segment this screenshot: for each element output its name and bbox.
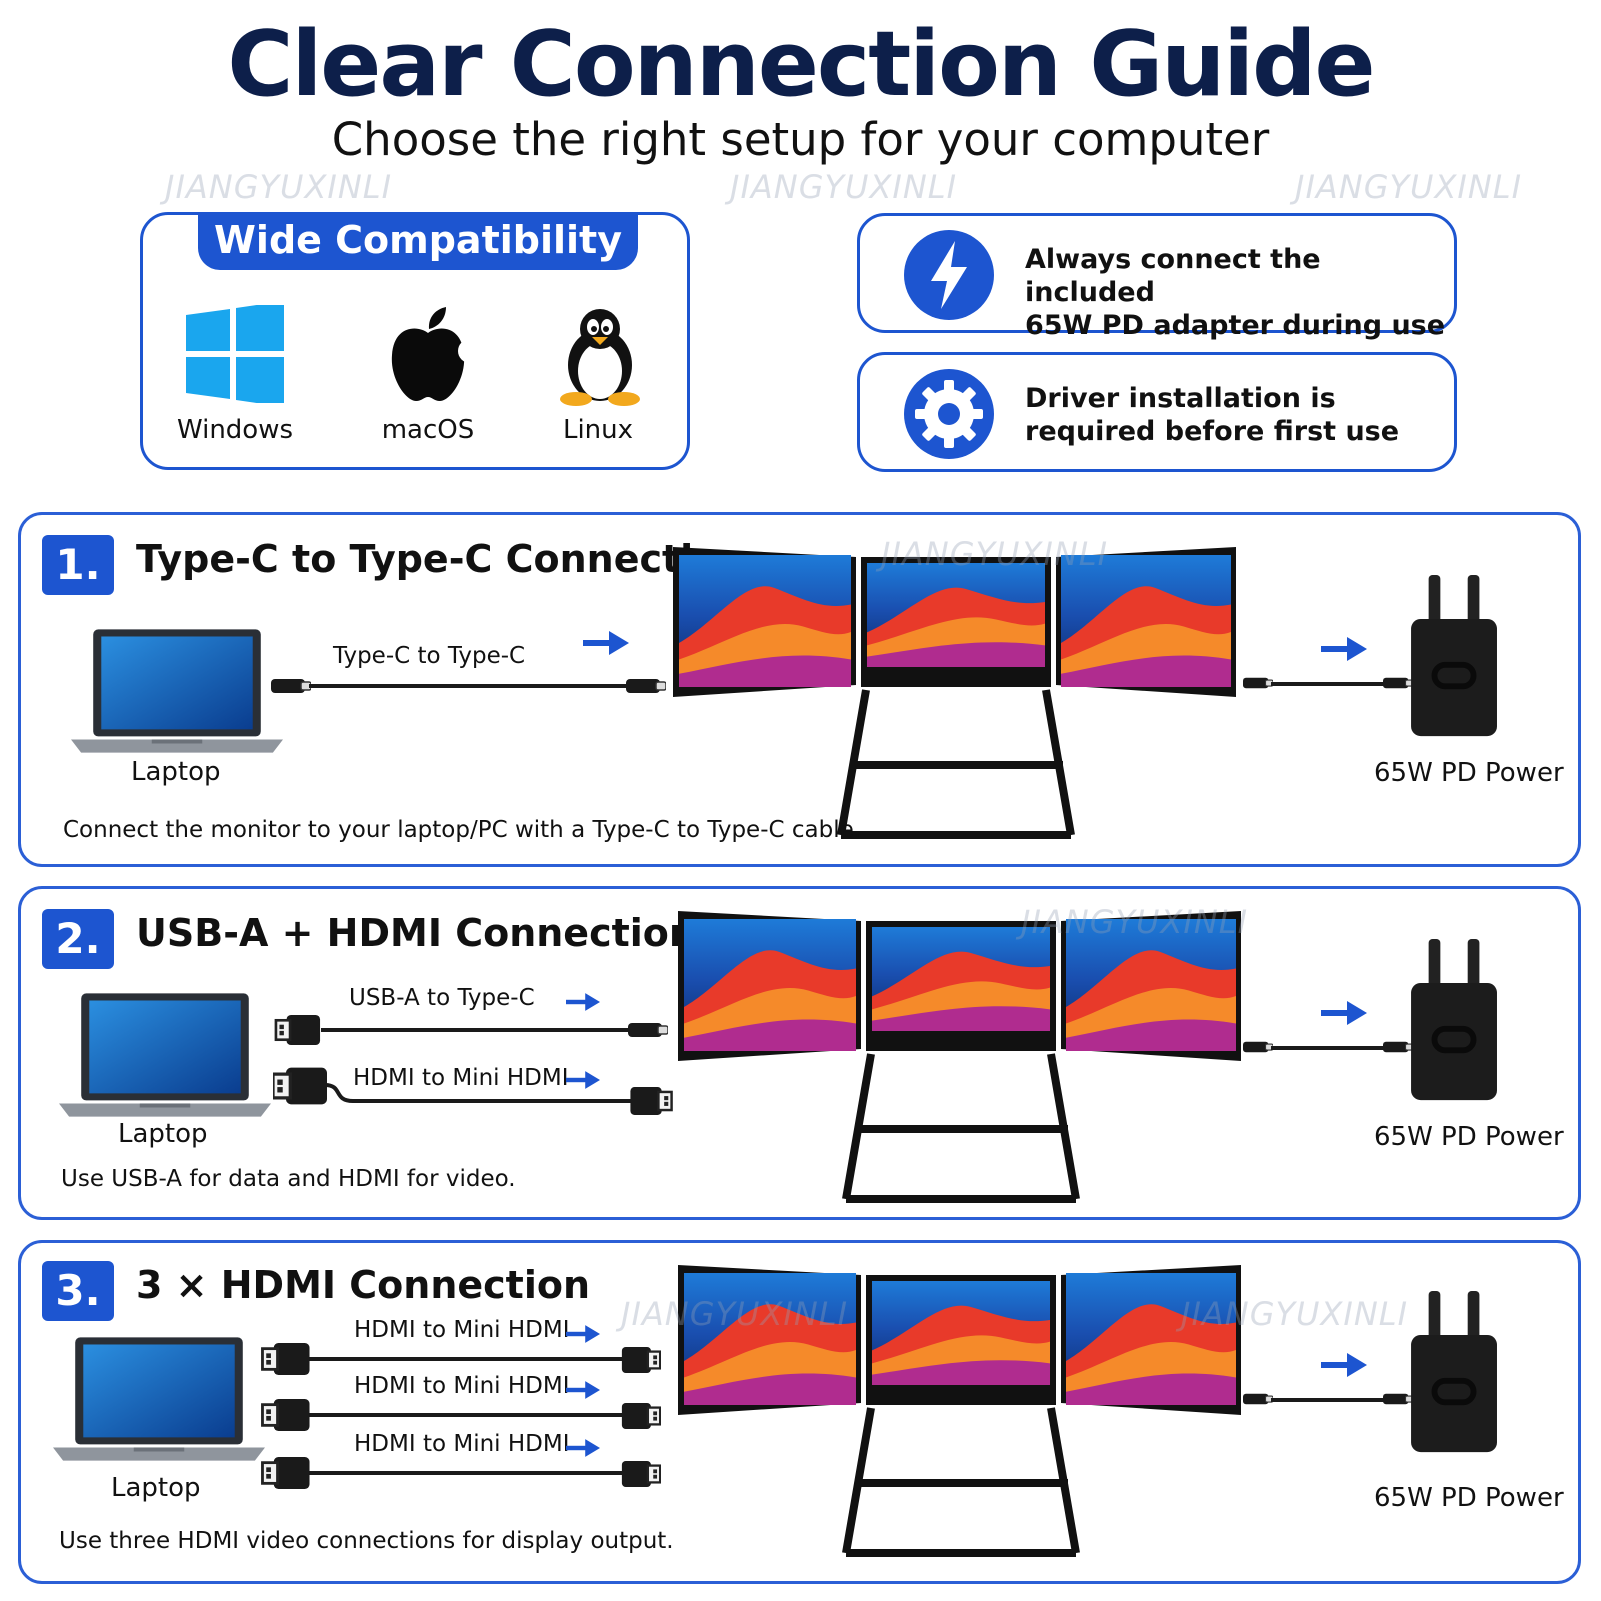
laptop-label: Laptop (111, 1473, 201, 1503)
watermark: JIANGYUXINLI (621, 1295, 849, 1333)
watermark: JIANGYUXINLI (165, 168, 393, 206)
power-adapter-image (1411, 1291, 1499, 1457)
triple-monitor-image (678, 911, 1241, 1203)
cable-label-hdmi-1: HDMI to Mini HDMI (354, 1317, 570, 1343)
type-c-cable (271, 678, 666, 694)
power-note-card: Always connect the included 65W PD adapt… (857, 213, 1457, 341)
power-label: 65W PD Power (1374, 1122, 1564, 1152)
watermark: JIANGYUXINLI (1295, 168, 1523, 206)
watermark: JIANGYUXINLI (730, 168, 958, 206)
arrow-right-icon (1321, 637, 1367, 661)
power-cable (1243, 677, 1413, 689)
laptop-label: Laptop (131, 757, 221, 787)
page-subtitle: Choose the right setup for your computer (331, 113, 1270, 166)
section-type-c: 1. Type-C to Type-C Connection Laptop Ty… (18, 512, 1581, 867)
section-title: 3 × HDMI Connection (136, 1263, 591, 1307)
laptop-image (53, 1333, 265, 1465)
laptop-image (59, 989, 271, 1121)
section-title: USB-A + HDMI Connection (136, 911, 696, 955)
laptop-label: Laptop (118, 1119, 208, 1149)
cable-label-hdmi-2: HDMI to Mini HDMI (354, 1373, 570, 1399)
hdmi-cable-2 (261, 1399, 661, 1431)
usb-a-cable (274, 1015, 668, 1045)
triple-monitor-image (678, 1265, 1241, 1557)
apple-icon (391, 307, 468, 401)
hdmi-cable-1 (261, 1343, 661, 1375)
driver-note-line1: Driver installation is (1025, 383, 1336, 414)
cable-label-hdmi: HDMI to Mini HDMI (353, 1065, 569, 1091)
driver-note-card: Driver installation is required before f… (857, 352, 1457, 472)
power-note-line2: 65W PD adapter during use (1025, 310, 1446, 341)
power-adapter-image (1411, 575, 1499, 741)
triple-monitor-image (673, 547, 1236, 839)
os-label-linux: Linux (562, 415, 634, 445)
power-cable (1243, 1041, 1413, 1053)
watermark: JIANGYUXINLI (1181, 1295, 1409, 1333)
watermark: JIANGYUXINLI (1021, 903, 1249, 941)
laptop-image (71, 625, 283, 757)
cable-label: Type-C to Type-C (333, 643, 526, 669)
section-number: 3. (42, 1261, 114, 1321)
watermark: JIANGYUXINLI (881, 535, 1109, 573)
arrow-right-icon (566, 993, 600, 1011)
cable-label-hdmi-3: HDMI to Mini HDMI (354, 1431, 570, 1457)
section-3x-hdmi: 3. 3 × HDMI Connection Laptop HDMI to Mi… (18, 1240, 1581, 1584)
arrow-right-icon (1321, 1001, 1367, 1025)
section-number: 2. (42, 909, 114, 969)
compatibility-card: Wide Compatibility Windows macOS Linux (140, 212, 690, 470)
os-label-macos: macOS (381, 415, 475, 445)
section-description: Use USB-A for data and HDMI for video. (61, 1166, 516, 1192)
power-label: 65W PD Power (1374, 1483, 1564, 1513)
section-description: Use three HDMI video connections for dis… (59, 1528, 674, 1554)
arrow-right-icon (583, 631, 629, 655)
cable-label-usb: USB-A to Type-C (349, 985, 535, 1011)
page-title: Clear Connection Guide (227, 12, 1375, 117)
gear-icon (904, 369, 994, 459)
lightning-icon (904, 230, 994, 320)
driver-note-line2: required before first use (1025, 416, 1400, 447)
section-usb-hdmi: 2. USB-A + HDMI Connection Laptop USB-A … (18, 886, 1581, 1220)
windows-icon (186, 305, 284, 403)
power-label: 65W PD Power (1374, 758, 1564, 788)
arrow-right-icon (566, 1381, 600, 1399)
power-adapter-image (1411, 939, 1499, 1105)
arrow-right-icon (566, 1439, 600, 1457)
arrow-right-icon (1321, 1353, 1367, 1377)
section-description: Connect the monitor to your laptop/PC wi… (63, 817, 862, 843)
hdmi-cable (273, 1067, 673, 1115)
linux-penguin-icon (560, 309, 640, 406)
arrow-right-icon (566, 1325, 600, 1343)
compatibility-heading: Wide Compatibility (198, 212, 638, 270)
section-number: 1. (42, 535, 114, 595)
hdmi-cable-3 (261, 1457, 661, 1489)
section-title: Type-C to Type-C Connection (136, 537, 747, 581)
os-label-windows: Windows (176, 415, 294, 445)
power-note-line1: Always connect the included (1025, 244, 1321, 308)
power-cable (1243, 1393, 1413, 1405)
